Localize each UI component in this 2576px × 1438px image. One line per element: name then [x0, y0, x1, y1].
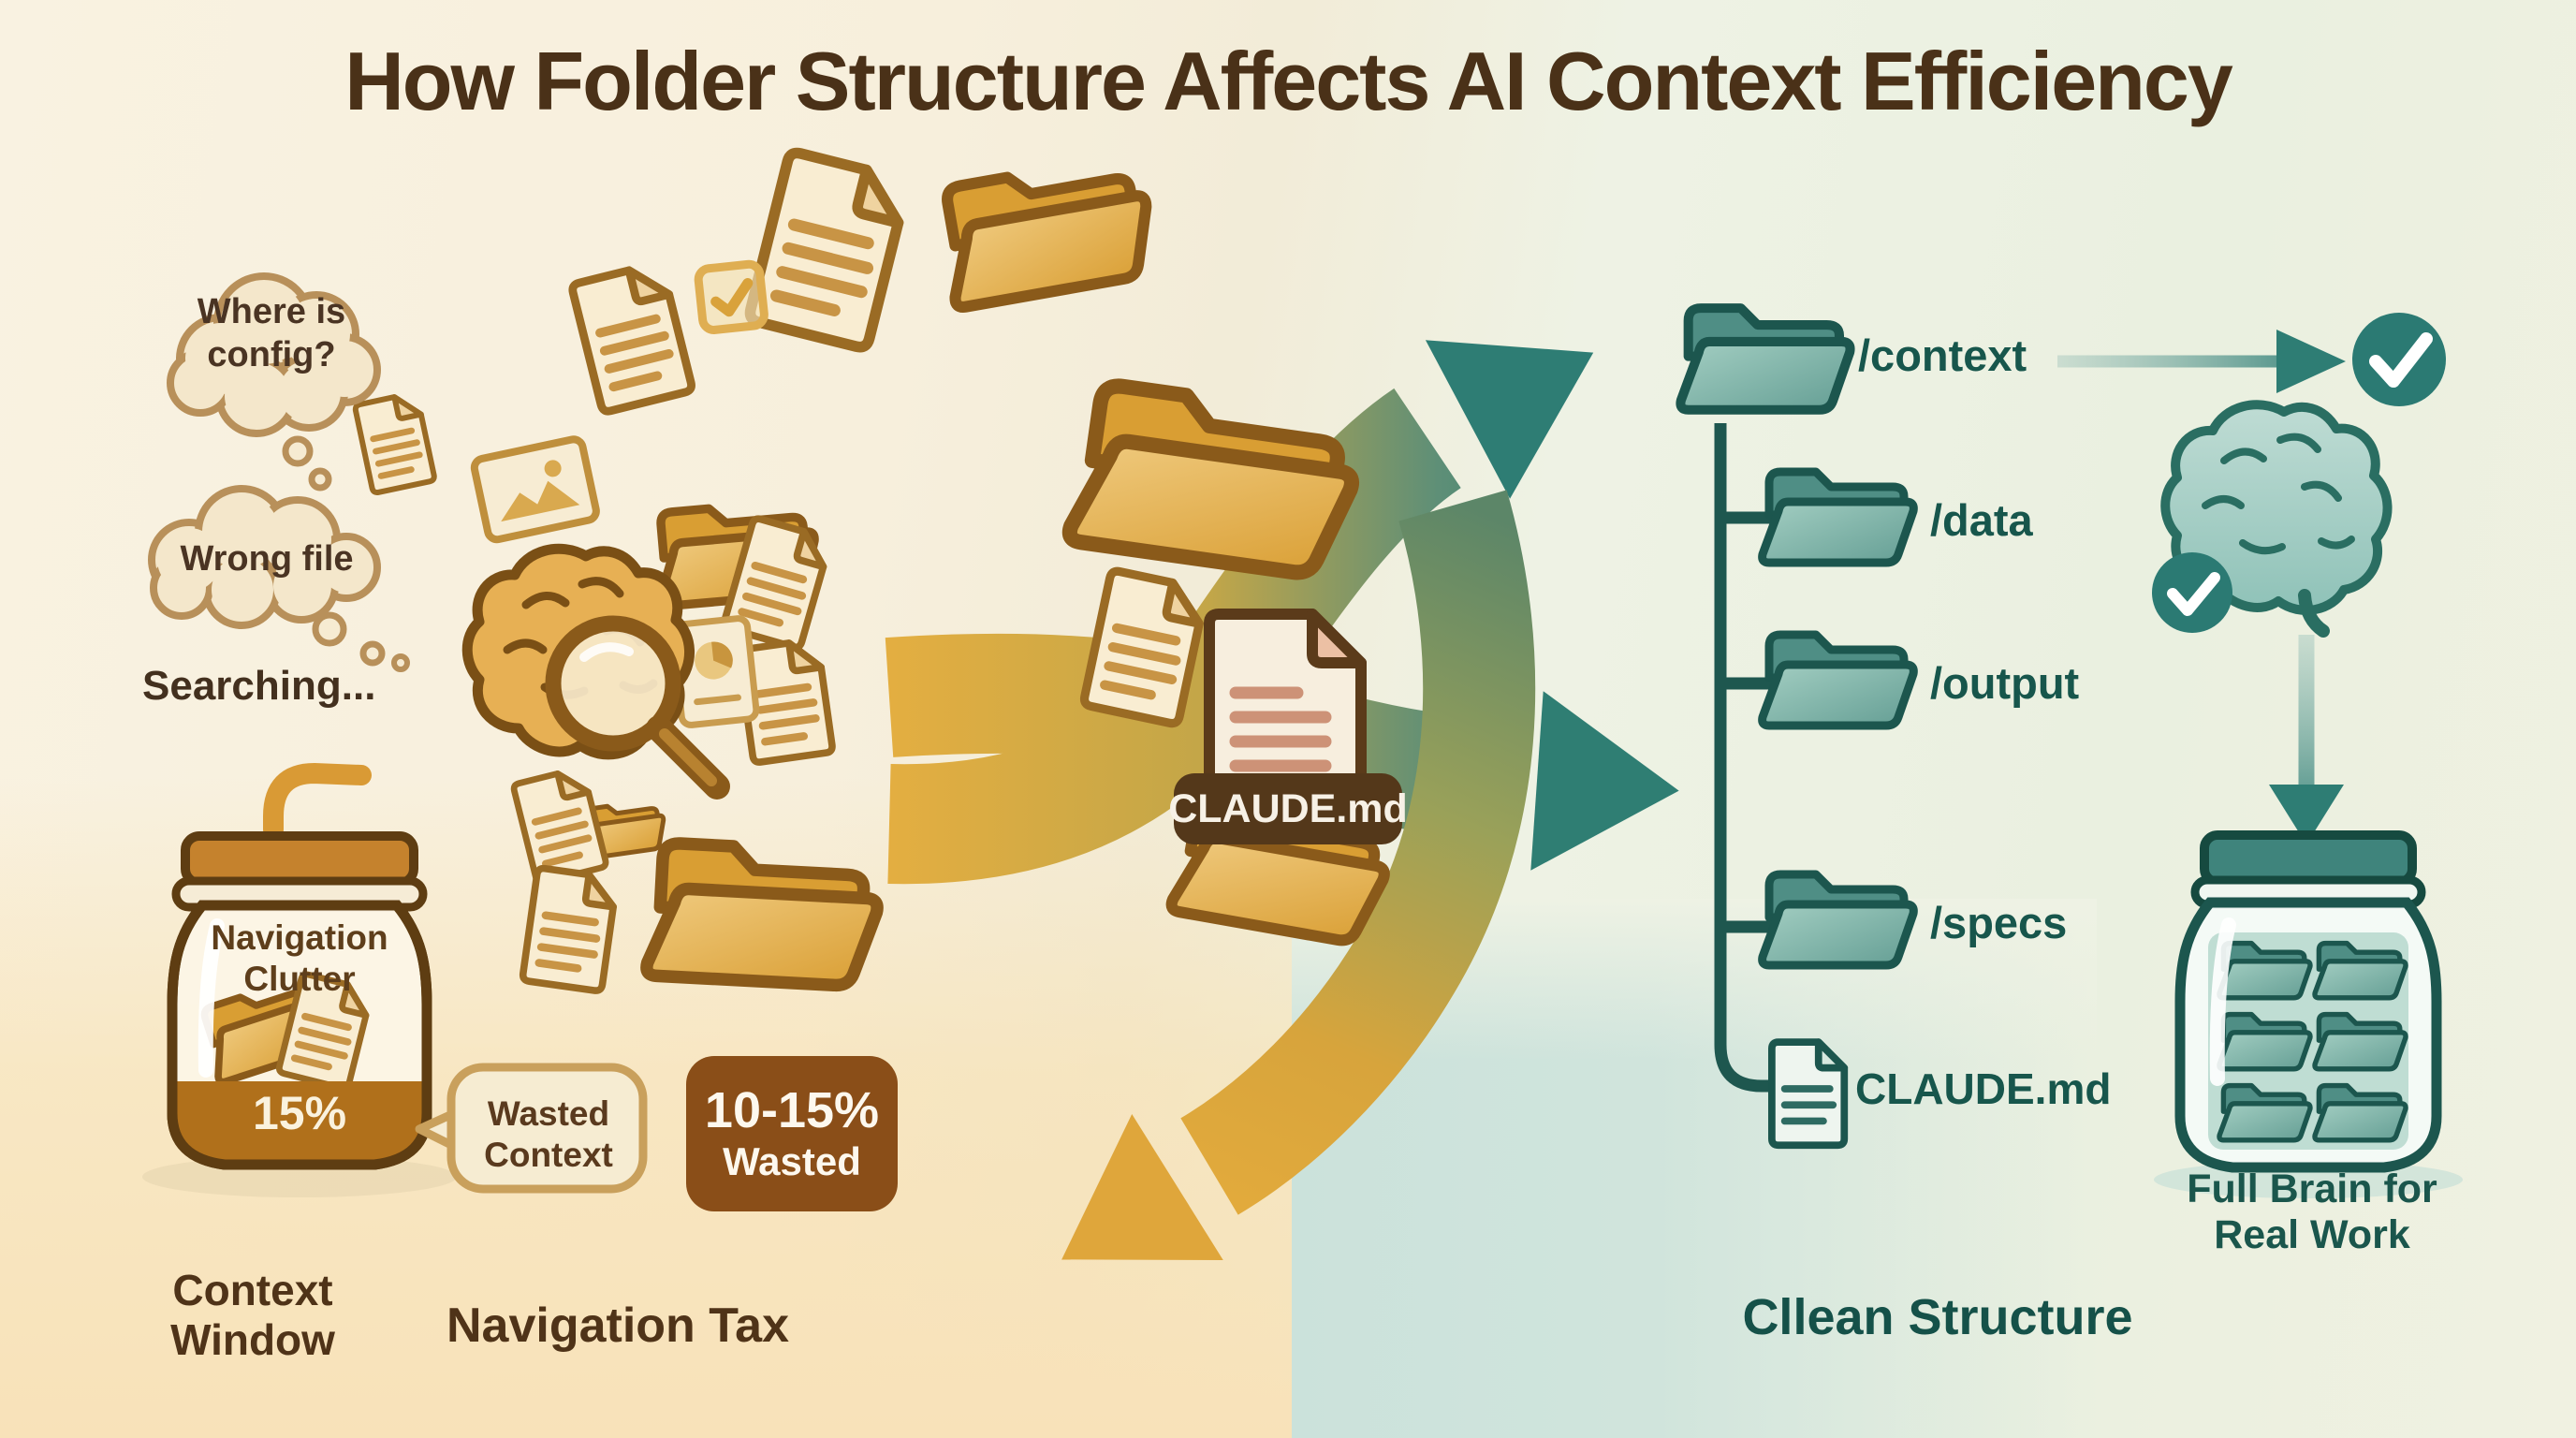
clean-brain-icon	[2160, 400, 2393, 638]
folder-label-data: /data	[1930, 495, 2033, 545]
folder-icon	[1069, 382, 1361, 579]
document-icon	[522, 868, 618, 991]
jar-fill-percent: 15%	[252, 1087, 347, 1139]
folder-icon	[646, 842, 880, 987]
wasted-context-bubble	[415, 1063, 648, 1194]
claude-md-tree-icon	[1772, 1042, 1844, 1145]
connector-elbow	[263, 762, 372, 840]
folder-icon	[2219, 944, 2310, 998]
folder-icon	[2219, 1086, 2310, 1140]
down-arrow-icon	[2269, 635, 2344, 844]
folder-output-icon	[1763, 635, 1914, 726]
jar-clutter-label: Navigation Clutter	[211, 918, 388, 998]
context-check-arrow	[2057, 330, 2346, 393]
clean-structure-label: Cllean Structure	[1742, 1289, 2133, 1345]
folder-icon	[936, 154, 1158, 308]
messy-cluster	[148, 151, 1393, 991]
context-window-jar	[142, 831, 457, 1197]
thought-text-wrong-file: Wrong file	[180, 539, 354, 579]
folder-label-context: /context	[1858, 330, 2027, 380]
wasted-context-bubble-text: Wasted Context	[484, 1094, 613, 1175]
thought-bubble-where	[167, 272, 381, 492]
folder-icon	[2219, 1015, 2310, 1069]
badge-percent: 10-15%	[704, 1082, 880, 1139]
tree-file-label: CLAUDE.md	[1855, 1064, 2112, 1113]
navigation-tax-label: Navigation Tax	[446, 1299, 789, 1353]
badge-wasted: Wasted	[723, 1138, 861, 1183]
full-brain-caption: Full Brain for Real Work	[2187, 1167, 2437, 1258]
arrowhead-up-right-icon	[1425, 340, 1594, 499]
arrowhead-down-left-icon	[1061, 1113, 1223, 1261]
document-icon	[748, 151, 909, 349]
folder-icon	[2315, 1015, 2406, 1069]
document-icon	[513, 768, 607, 884]
folder-specs-icon	[1763, 874, 1914, 965]
context-window-caption: Context Window	[170, 1266, 335, 1365]
page-title: How Folder Structure Affects AI Context …	[344, 35, 2233, 127]
searching-label: Searching...	[142, 663, 376, 709]
arrowhead-right-icon	[1530, 691, 1679, 871]
wasted-percent-badge: 10-15% Wasted	[686, 1056, 898, 1211]
folder-icon	[2315, 1086, 2406, 1140]
folder-context-icon	[1680, 308, 1850, 410]
document-icon	[355, 392, 435, 493]
folder-data-icon	[1763, 472, 1914, 563]
full-brain-jar	[2154, 830, 2463, 1198]
document-icon	[571, 262, 693, 413]
folder-icon	[2315, 944, 2406, 998]
folder-label-output: /output	[1930, 658, 2080, 708]
checkbox-icon	[694, 259, 768, 334]
brain-search-icon	[461, 543, 730, 800]
thought-bubble-wrong	[148, 485, 410, 672]
claude-md-file-label: CLAUDE.md	[1168, 773, 1408, 844]
thought-text-where-is-config: Where is config?	[197, 292, 346, 375]
check-circle-icon	[2352, 313, 2446, 406]
tree-lines	[1714, 423, 1773, 1093]
image-icon	[470, 435, 600, 544]
folder-label-specs: /specs	[1930, 898, 2068, 947]
small-check-circle-icon	[2152, 552, 2232, 633]
